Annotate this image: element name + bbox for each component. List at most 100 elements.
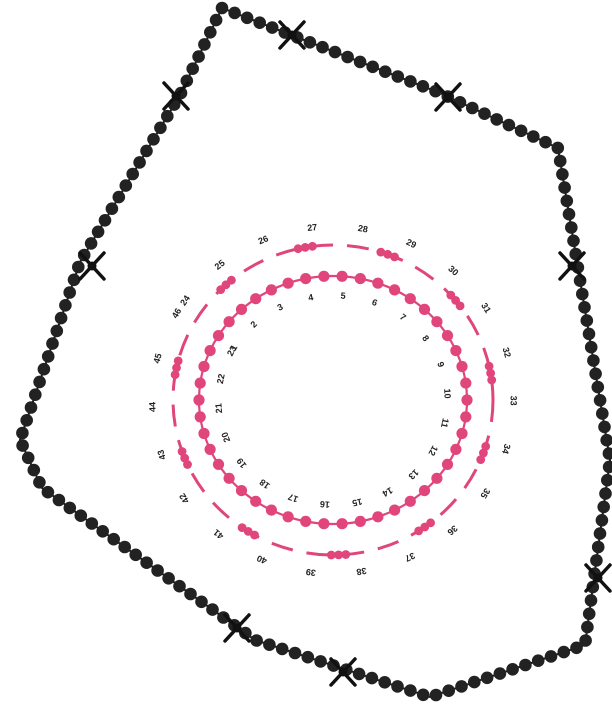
pink-bead-cluster bbox=[476, 442, 490, 464]
black-bead bbox=[539, 136, 552, 149]
bead-number-label: 28 bbox=[357, 223, 369, 235]
black-bead bbox=[192, 50, 205, 63]
middle-pink-ring bbox=[171, 242, 496, 559]
pink-bead-cluster bbox=[171, 357, 183, 380]
black-bead bbox=[532, 654, 545, 667]
pink-bead bbox=[236, 485, 247, 496]
black-bead bbox=[147, 133, 160, 146]
black-bead bbox=[42, 486, 55, 499]
pink-bead bbox=[198, 428, 209, 439]
bead-number-label: 44 bbox=[147, 402, 157, 412]
pink-bead bbox=[456, 361, 467, 372]
black-bead bbox=[253, 16, 266, 29]
black-bead bbox=[567, 235, 580, 248]
bead-number-label: 27 bbox=[307, 222, 318, 233]
black-bead bbox=[417, 689, 430, 702]
pink-bead bbox=[224, 473, 235, 484]
black-bead bbox=[129, 549, 142, 562]
black-bead bbox=[186, 62, 199, 75]
bead-number-label: 4 bbox=[307, 292, 314, 303]
black-bead bbox=[585, 341, 598, 354]
black-bead bbox=[561, 195, 574, 208]
black-bead bbox=[579, 634, 592, 647]
black-bead bbox=[404, 684, 417, 697]
black-bead bbox=[583, 608, 596, 621]
black-bead bbox=[16, 439, 29, 452]
black-bead bbox=[99, 214, 112, 227]
black-bead bbox=[601, 474, 612, 487]
pink-bead bbox=[195, 378, 206, 389]
black-bead bbox=[28, 464, 41, 477]
black-bead bbox=[519, 659, 532, 672]
black-bead bbox=[594, 527, 607, 540]
pink-bead bbox=[318, 271, 329, 282]
black-bead bbox=[576, 288, 589, 301]
black-bead bbox=[329, 46, 342, 59]
black-bead bbox=[204, 26, 217, 39]
pink-bead bbox=[300, 273, 311, 284]
bead-number-label: 10 bbox=[442, 388, 453, 399]
black-bead bbox=[266, 21, 279, 34]
black-bead bbox=[46, 337, 59, 350]
black-bead bbox=[503, 119, 516, 132]
pink-bead bbox=[450, 444, 461, 455]
pink-bead bbox=[355, 273, 366, 284]
black-bead bbox=[29, 388, 42, 401]
pink-bead bbox=[405, 496, 416, 507]
black-bead bbox=[366, 672, 379, 685]
black-bead bbox=[206, 603, 219, 616]
bead-number-label: 25 bbox=[213, 258, 227, 272]
black-bead bbox=[20, 414, 33, 427]
black-bead bbox=[527, 130, 540, 143]
pink-bead-cluster bbox=[178, 447, 192, 469]
bead-number-label: 31 bbox=[479, 301, 493, 315]
pink-bead bbox=[442, 330, 453, 341]
black-bead bbox=[107, 533, 120, 546]
bead-number-label: 13 bbox=[407, 467, 421, 481]
bead-number-label: 45 bbox=[152, 352, 164, 364]
black-bead bbox=[51, 325, 64, 338]
pink-bead bbox=[266, 505, 277, 516]
black-bead bbox=[592, 541, 605, 554]
black-bead bbox=[515, 125, 528, 138]
black-bead bbox=[603, 461, 612, 474]
black-bead bbox=[33, 376, 46, 389]
black-bead bbox=[302, 651, 315, 664]
pink-bead bbox=[213, 459, 224, 470]
bead-number-label: 8 bbox=[420, 333, 431, 343]
necklace-string bbox=[20, 8, 610, 697]
black-bead bbox=[392, 70, 405, 83]
bead-number-label: 26 bbox=[257, 233, 270, 246]
black-bead bbox=[216, 2, 229, 15]
black-bead bbox=[55, 312, 68, 325]
black-bead bbox=[64, 502, 77, 515]
bead-number-label: 32 bbox=[501, 346, 513, 358]
pink-bead bbox=[283, 511, 294, 522]
pink-bead bbox=[355, 516, 366, 527]
pink-bead bbox=[250, 496, 261, 507]
black-bead bbox=[596, 407, 609, 420]
pink-bead bbox=[236, 304, 247, 315]
pink-bead bbox=[193, 394, 204, 405]
black-bead bbox=[442, 684, 455, 697]
pink-bead bbox=[205, 444, 216, 455]
black-bead bbox=[63, 286, 76, 299]
black-bead bbox=[72, 261, 85, 274]
pink-bead-cluster bbox=[485, 362, 496, 385]
bead-number-label: 37 bbox=[403, 550, 416, 563]
pink-bead bbox=[389, 505, 400, 516]
pink-bead bbox=[195, 411, 206, 422]
black-bead bbox=[314, 655, 327, 668]
black-bead bbox=[241, 11, 254, 24]
black-bead bbox=[558, 646, 571, 659]
pink-bead-cluster bbox=[414, 518, 435, 535]
bead-number-label: 7 bbox=[398, 312, 408, 323]
black-bead bbox=[578, 301, 591, 314]
black-bead bbox=[563, 208, 576, 221]
black-bead bbox=[304, 36, 317, 49]
black-bead bbox=[75, 509, 88, 522]
black-bead bbox=[341, 51, 354, 64]
black-bead bbox=[42, 350, 55, 363]
inner-pink-ring bbox=[193, 271, 472, 530]
black-bead bbox=[120, 179, 133, 192]
